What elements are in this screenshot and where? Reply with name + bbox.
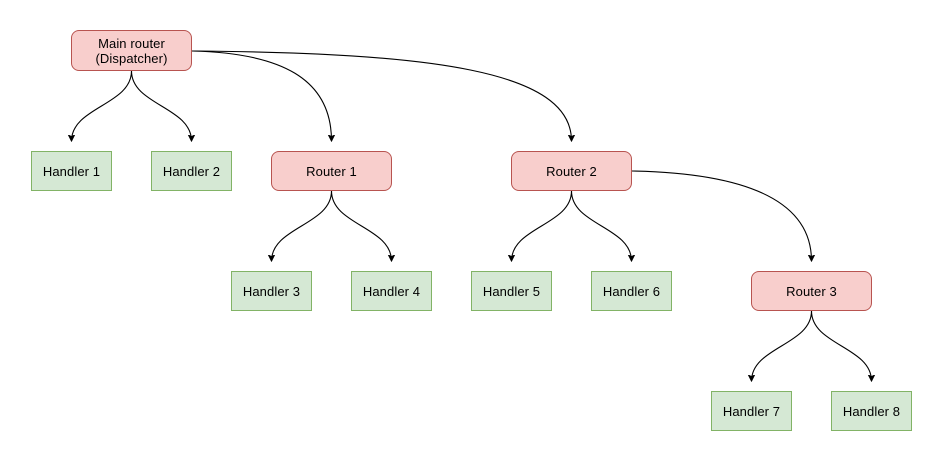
node-label-main-router: Main router (Dispatcher) xyxy=(95,35,168,66)
edge-main-router-to-handler-1 xyxy=(72,70,133,141)
node-label-handler-8: Handler 8 xyxy=(842,403,901,419)
edge-router-3-to-handler-8 xyxy=(810,310,872,381)
node-label-handler-2: Handler 2 xyxy=(162,163,221,179)
node-main-router[interactable]: Main router (Dispatcher) xyxy=(71,30,192,71)
node-label-handler-5: Handler 5 xyxy=(482,283,541,299)
node-label-router-1: Router 1 xyxy=(306,163,357,179)
edge-router-1-to-handler-3 xyxy=(272,190,333,261)
node-handler-8[interactable]: Handler 8 xyxy=(831,391,912,431)
edge-router-1-to-handler-4 xyxy=(330,190,392,261)
node-router-3[interactable]: Router 3 xyxy=(751,271,872,311)
edge-router-2-to-handler-5 xyxy=(512,190,573,261)
edge-router-2-to-handler-6 xyxy=(570,190,632,261)
node-label-handler-7: Handler 7 xyxy=(722,403,781,419)
node-label-handler-1: Handler 1 xyxy=(42,163,101,179)
edge-router-2-to-router-3 xyxy=(631,170,812,261)
node-handler-5[interactable]: Handler 5 xyxy=(471,271,552,311)
node-handler-1[interactable]: Handler 1 xyxy=(31,151,112,191)
edge-main-router-to-router-1 xyxy=(191,50,332,141)
node-label-handler-3: Handler 3 xyxy=(242,283,301,299)
node-handler-6[interactable]: Handler 6 xyxy=(591,271,672,311)
edge-main-router-to-handler-2 xyxy=(130,70,192,141)
edges-group xyxy=(72,50,872,381)
node-label-router-2: Router 2 xyxy=(546,163,597,179)
node-label-handler-6: Handler 6 xyxy=(602,283,661,299)
node-router-2[interactable]: Router 2 xyxy=(511,151,632,191)
node-handler-3[interactable]: Handler 3 xyxy=(231,271,312,311)
node-label-router-3: Router 3 xyxy=(786,283,837,299)
node-handler-7[interactable]: Handler 7 xyxy=(711,391,792,431)
node-router-1[interactable]: Router 1 xyxy=(271,151,392,191)
edge-main-router-to-router-2 xyxy=(191,50,572,141)
node-handler-4[interactable]: Handler 4 xyxy=(351,271,432,311)
edge-router-3-to-handler-7 xyxy=(752,310,813,381)
node-label-handler-4: Handler 4 xyxy=(362,283,421,299)
node-handler-2[interactable]: Handler 2 xyxy=(151,151,232,191)
